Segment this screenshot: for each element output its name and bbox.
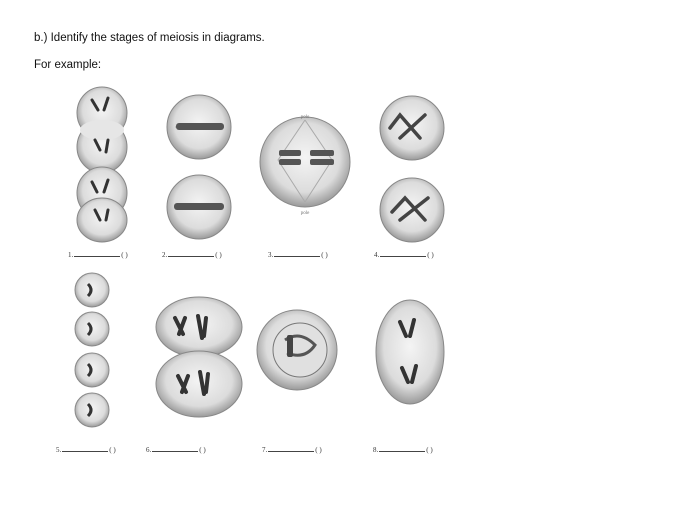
cell-6-anaphase	[155, 296, 243, 418]
answer-line-7[interactable]: 7.( )	[262, 446, 322, 454]
answer-line-3[interactable]: 3.( )	[268, 251, 328, 259]
answer-line-8[interactable]: 8.( )	[373, 446, 433, 454]
pole-label-bottom: pole	[301, 211, 310, 216]
pole-label-top: pole	[301, 115, 310, 120]
answer-line-4[interactable]: 4.( )	[374, 251, 434, 259]
question-text: b.) Identify the stages of meiosis in di…	[34, 32, 265, 44]
answer-line-5[interactable]: 5.( )	[56, 446, 116, 454]
answer-line-2[interactable]: 2.( )	[162, 251, 222, 259]
cell-8-anaphase-ii	[375, 299, 445, 405]
cell-4-prophase	[379, 95, 445, 243]
example-label: For example:	[34, 59, 102, 71]
answer-line-6[interactable]: 6.( )	[146, 446, 206, 454]
cell-3-metaphase	[259, 116, 351, 208]
cell-1b	[76, 166, 128, 243]
cell-5-telophase-ii	[74, 272, 110, 428]
cell-2-metaphase	[166, 94, 232, 240]
answer-line-1[interactable]: 1.( )	[68, 251, 128, 259]
cell-1-telophase-i	[76, 86, 128, 174]
cell-7-prophase	[256, 309, 338, 391]
